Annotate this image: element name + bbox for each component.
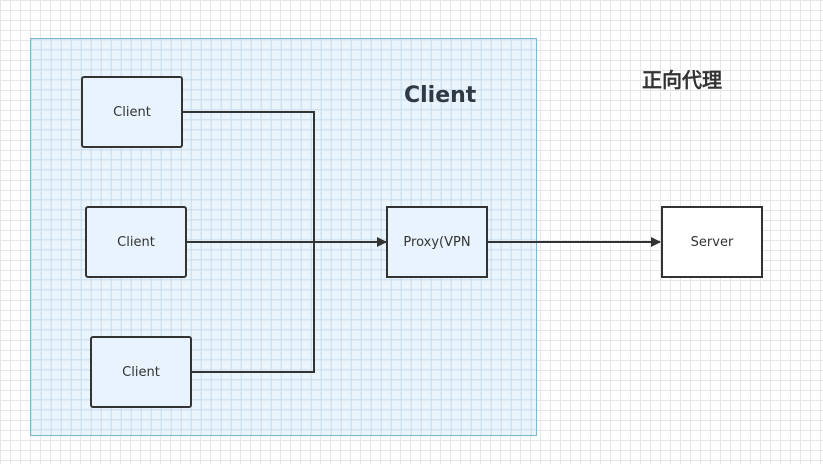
proxy-node[interactable]: Proxy(VPN — [386, 206, 488, 278]
diagram-title: 正向代理 — [642, 68, 722, 92]
client-node-1[interactable]: Client — [81, 76, 183, 148]
server-node-label: Server — [690, 234, 734, 250]
client-group-label: Client — [404, 83, 477, 108]
proxy-node-label: Proxy(VPN — [403, 234, 471, 250]
client-node-2[interactable]: Client — [85, 206, 187, 278]
connector-client-3-to-proxy[interactable] — [191, 242, 315, 373]
server-node[interactable]: Server — [661, 206, 763, 278]
connector-client-1-to-proxy[interactable] — [183, 111, 315, 242]
client-node-3[interactable]: Client — [90, 336, 192, 408]
client-node-2-label: Client — [117, 234, 155, 250]
client-node-3-label: Client — [122, 364, 160, 380]
client-node-1-label: Client — [113, 104, 151, 120]
